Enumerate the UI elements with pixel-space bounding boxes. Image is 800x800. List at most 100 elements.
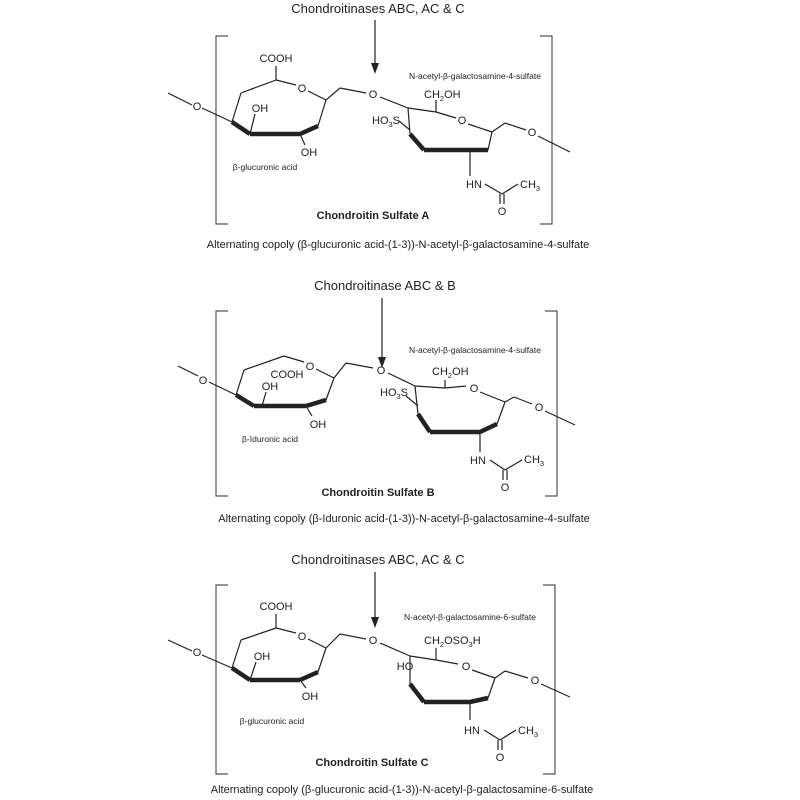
ring2-oxygen: O — [462, 661, 471, 673]
chain-oxygen-left: O — [193, 647, 202, 659]
ring1-oxygen: O — [306, 361, 315, 373]
ring1-bond — [283, 355, 305, 363]
compound-name: Chondroitin Sulfate B — [321, 487, 434, 499]
ring2-bond — [435, 111, 457, 119]
carbonyl-oxygen: O — [501, 482, 510, 494]
chain-bond-right — [494, 670, 506, 679]
glycosidic-oxygen: O — [369, 89, 378, 101]
repeat-bracket-left — [215, 584, 228, 775]
hydroxyl-bond — [261, 391, 267, 407]
hydroxyl-group-b: OH — [302, 691, 319, 703]
ring1-bond — [317, 99, 327, 127]
amide-bond — [483, 729, 501, 741]
ring1-bond — [317, 647, 327, 673]
ring1-bond — [240, 627, 277, 641]
hydroxymethyl-group: CH2OH — [424, 89, 461, 103]
sugar1-name: β-glucuronic acid — [240, 716, 305, 726]
chain-bond-right — [504, 396, 515, 403]
enzyme-label: Chondroitinase ABC & B — [314, 278, 456, 293]
amide-nitrogen: HN — [466, 179, 482, 191]
ring2-bond — [414, 385, 419, 415]
ring2-bond — [479, 391, 506, 403]
compound-caption: Alternating copoly (β-Iduronic acid-(1-3… — [218, 513, 590, 525]
ring2-bold-bond — [469, 695, 489, 705]
ring2-bond — [435, 659, 459, 665]
methyl-group: CH3 — [518, 725, 538, 739]
compound-name: Chondroitin Sulfate A — [317, 210, 430, 222]
amide-bond — [484, 183, 503, 195]
enzyme-label: Chondroitinases ABC, AC & C — [291, 552, 464, 567]
sulfate-group: HO3S — [380, 387, 408, 401]
repeat-bracket-right — [540, 35, 553, 225]
hydroxyl-bond — [299, 679, 307, 689]
ring2-bond — [407, 107, 437, 113]
repeat-bracket-left — [215, 35, 228, 225]
ring1-bond — [231, 92, 242, 123]
ring1-oxygen: O — [298, 631, 307, 643]
ring1-bond — [275, 79, 297, 86]
glycosidic-bond — [339, 633, 367, 640]
hydroxyl-group-b: OH — [301, 147, 318, 159]
hydroxyl-bond — [249, 113, 256, 135]
carbonyl-oxygen: O — [498, 206, 507, 218]
sulfate-bond — [398, 120, 411, 131]
amide-nitrogen: HN — [464, 725, 480, 737]
panel-chondroitin-sulfate-a: Chondroitinases ABC, AC & C O O COOH OH … — [167, 1, 590, 251]
chain-bond-left-2 — [201, 654, 233, 669]
ring1-bond — [275, 627, 297, 634]
panel-chondroitin-sulfate-c: Chondroitinases ABC, AC & C O O COOH OH … — [167, 552, 594, 796]
ring1-bond — [307, 90, 327, 101]
compound-name: Chondroitin Sulfate C — [315, 757, 428, 769]
ring2-bond — [487, 131, 493, 151]
amide-nitrogen: HN — [470, 455, 486, 467]
glycosidic-bond — [345, 362, 374, 369]
ring2-bond — [467, 123, 493, 133]
methyl-bond — [499, 729, 517, 741]
hydroxyl-group-b: OH — [310, 419, 327, 431]
amide-bond — [489, 459, 506, 471]
carboxyl-group: COOH — [260, 601, 293, 613]
hydroxyl-group-a: OH — [254, 651, 271, 663]
compound-caption: Alternating copoly (β-glucuronic acid-(1… — [211, 784, 594, 796]
ring1-bond — [307, 638, 327, 649]
ring1-bold-bond — [305, 397, 327, 409]
ring1-bold-bond — [230, 666, 252, 682]
hydroxyl-bond — [249, 661, 257, 681]
hydroxyl-group-a: OH — [252, 103, 269, 115]
chain-bond-right-out — [537, 135, 571, 153]
sugar2-name: N-acetyl-β-galactosamine-6-sulfate — [404, 612, 536, 622]
ring2-oxygen: O — [458, 115, 467, 127]
carboxyl-group: COOH — [260, 53, 293, 65]
chain-bond-left — [167, 639, 193, 652]
cleavage-arrowhead — [371, 617, 379, 628]
ring2-bold-bond — [408, 132, 426, 152]
ring2-bond — [444, 385, 467, 389]
glycosidic-bond — [325, 633, 341, 649]
chain-oxygen-right: O — [535, 402, 544, 414]
hydroxymethyl-group: CH2OH — [432, 366, 469, 380]
glycosidic-bond — [339, 87, 367, 94]
ring2-bond — [487, 677, 496, 699]
chain-bond-left-2 — [208, 381, 237, 396]
glycosidic-oxygen: O — [369, 635, 378, 647]
chain-bond-right-out — [540, 683, 571, 698]
sugar2-name: N-acetyl-β-galactosamine-4-sulfate — [409, 71, 541, 81]
ring1-bold-bond — [299, 123, 319, 137]
chain-bond-right — [491, 122, 506, 133]
sugar1-name: β-glucuronic acid — [233, 162, 298, 172]
chain-bond-right — [504, 122, 527, 131]
ring1-bond — [240, 79, 277, 94]
ring1-bold-bond — [299, 669, 319, 683]
chain-bond-left — [177, 365, 199, 377]
chain-oxygen-left: O — [193, 101, 202, 113]
chain-oxygen-left: O — [199, 375, 208, 387]
glycosidic-bond — [387, 372, 416, 387]
ring2-bond — [409, 655, 437, 661]
carbonyl-oxygen: O — [496, 752, 505, 764]
glycosidic-bond — [379, 642, 411, 657]
ring2-bond — [496, 401, 506, 425]
chain-bond-right — [504, 670, 529, 679]
cleavage-arrowhead — [378, 357, 386, 368]
panel-chondroitin-sulfate-b: Chondroitinase ABC & B O O COOH OH OH β-… — [177, 278, 590, 525]
compound-caption: Alternating copoly (β-glucuronic acid-(1… — [207, 239, 590, 251]
